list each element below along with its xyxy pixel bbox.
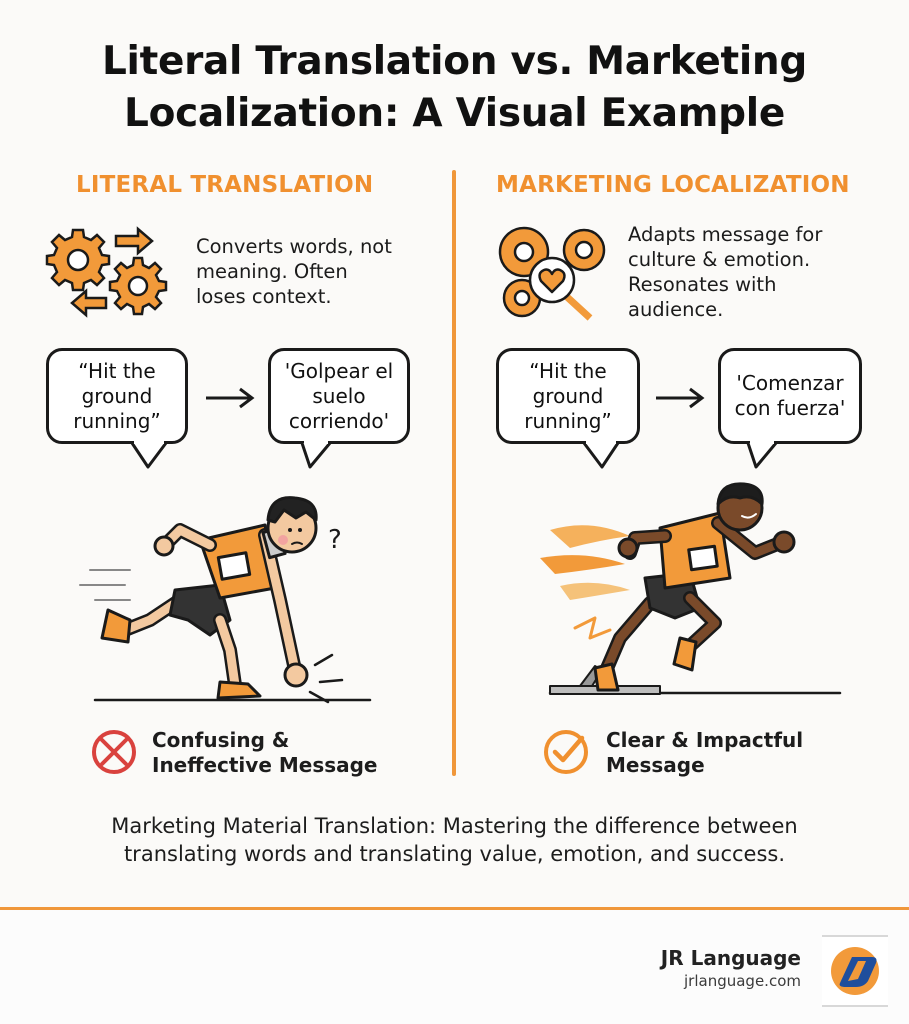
bubble-tail bbox=[582, 440, 620, 469]
localization-description: Adapts message for culture & emotion. Re… bbox=[628, 223, 823, 321]
jr-logo-icon bbox=[831, 947, 879, 995]
localization-source-bubble: “Hit the ground running” bbox=[496, 348, 640, 444]
check-circle-icon bbox=[544, 730, 588, 774]
literal-result: Confusing & Ineffective Message bbox=[152, 728, 378, 777]
confused-runner-illustration: ? bbox=[79, 496, 372, 704]
center-divider bbox=[452, 170, 456, 776]
literal-source-bubble: “Hit the ground running” bbox=[46, 348, 188, 444]
localization-result: Clear & Impactful Message bbox=[606, 728, 804, 777]
localization-target-bubble: 'Comenzar con fuerza' bbox=[718, 348, 862, 444]
bubble-tail bbox=[300, 440, 332, 469]
arrow-right-icon bbox=[656, 387, 705, 409]
x-circle-icon bbox=[92, 730, 136, 774]
literal-target-bubble: 'Golpear el suelo corriendo' bbox=[268, 348, 410, 444]
brand-url[interactable]: jrlanguage.com bbox=[684, 972, 801, 990]
sprinter-illustration bbox=[540, 482, 842, 695]
literal-translation-heading: LITERAL TRANSLATION bbox=[76, 172, 374, 198]
gears-heart-magnifier-icon bbox=[498, 226, 606, 321]
tagline: Marketing Material Translation: Masterin… bbox=[111, 814, 798, 866]
literal-description: Converts words, not meaning. Often loses… bbox=[196, 235, 392, 308]
marketing-localization-heading: MARKETING LOCALIZATION bbox=[496, 172, 850, 198]
brand-name: JR Language bbox=[660, 946, 801, 970]
bubble-tail bbox=[746, 440, 778, 469]
svg-text:?: ? bbox=[328, 525, 342, 555]
page-title: Literal Translation vs. Marketing Locali… bbox=[0, 36, 909, 140]
brand-logo bbox=[822, 935, 888, 1007]
title-line-1: Literal Translation vs. Marketing bbox=[101, 39, 807, 84]
arrow-right-icon bbox=[206, 387, 255, 409]
title-line-2: Localization: A Visual Example bbox=[124, 91, 785, 136]
footer bbox=[0, 910, 909, 1024]
gears-arrows-icon bbox=[45, 226, 168, 318]
footer-divider bbox=[0, 907, 909, 910]
bubble-tail bbox=[130, 440, 168, 469]
